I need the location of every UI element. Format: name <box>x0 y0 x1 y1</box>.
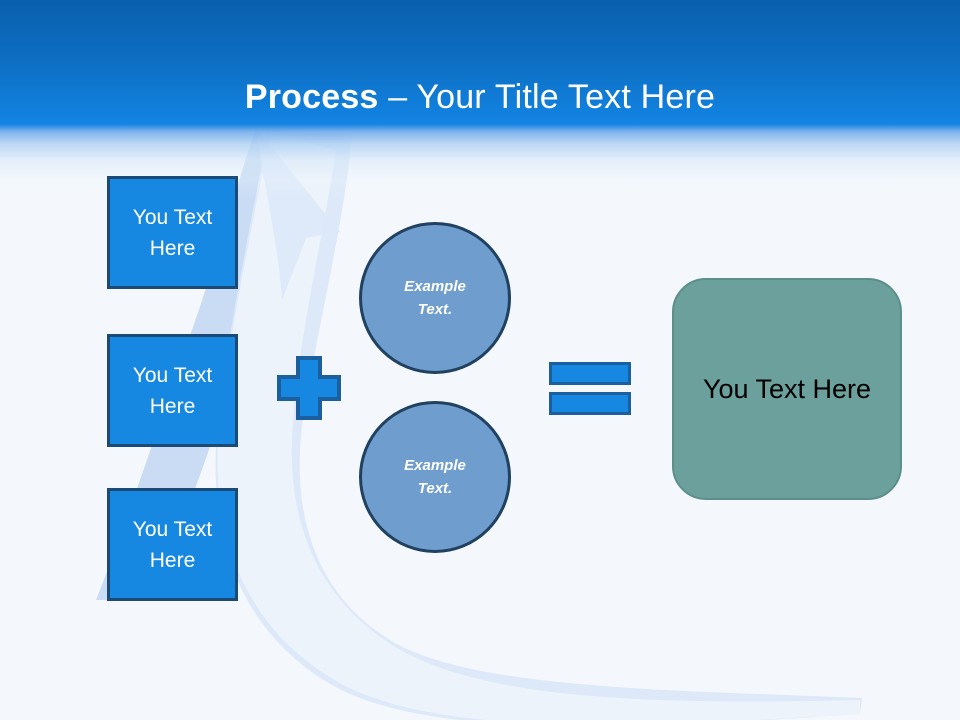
plus-sign-icon <box>277 356 341 420</box>
equals-bar-top <box>549 362 631 385</box>
input-box-3[interactable]: You Text Here <box>107 488 238 601</box>
result-box-label: You Text Here <box>702 374 872 404</box>
input-box-2-label: You Text Here <box>132 363 213 418</box>
input-box-1[interactable]: You Text Here <box>107 176 238 289</box>
page-title: Process – Your Title Text Here <box>0 75 960 119</box>
input-box-2[interactable]: You Text Here <box>107 334 238 447</box>
input-box-1-label: You Text Here <box>132 205 213 260</box>
input-box-3-label: You Text Here <box>132 517 213 572</box>
equals-sign-icon <box>549 360 631 416</box>
page-title-strong: Process <box>244 77 379 116</box>
page-title-rest: – Your Title Text Here <box>378 77 716 116</box>
circle-node-1-line1: Example <box>404 278 466 295</box>
equals-bar-bottom <box>549 392 631 415</box>
circle-node-1-line2: Text. <box>417 301 453 318</box>
result-box[interactable]: You Text Here <box>672 278 902 500</box>
circle-node-2-line2: Text. <box>417 480 453 497</box>
circle-node-2-line1: Example <box>404 457 466 474</box>
